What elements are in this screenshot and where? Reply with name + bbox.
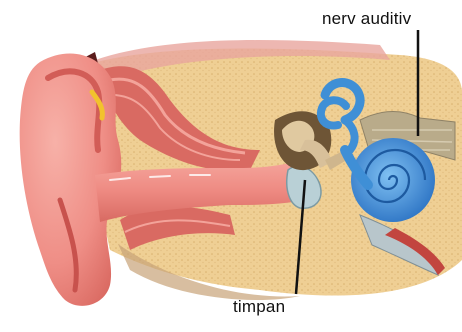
label-auditory-nerve: nerv auditiv (322, 9, 411, 29)
label-eardrum: timpan (233, 297, 285, 317)
